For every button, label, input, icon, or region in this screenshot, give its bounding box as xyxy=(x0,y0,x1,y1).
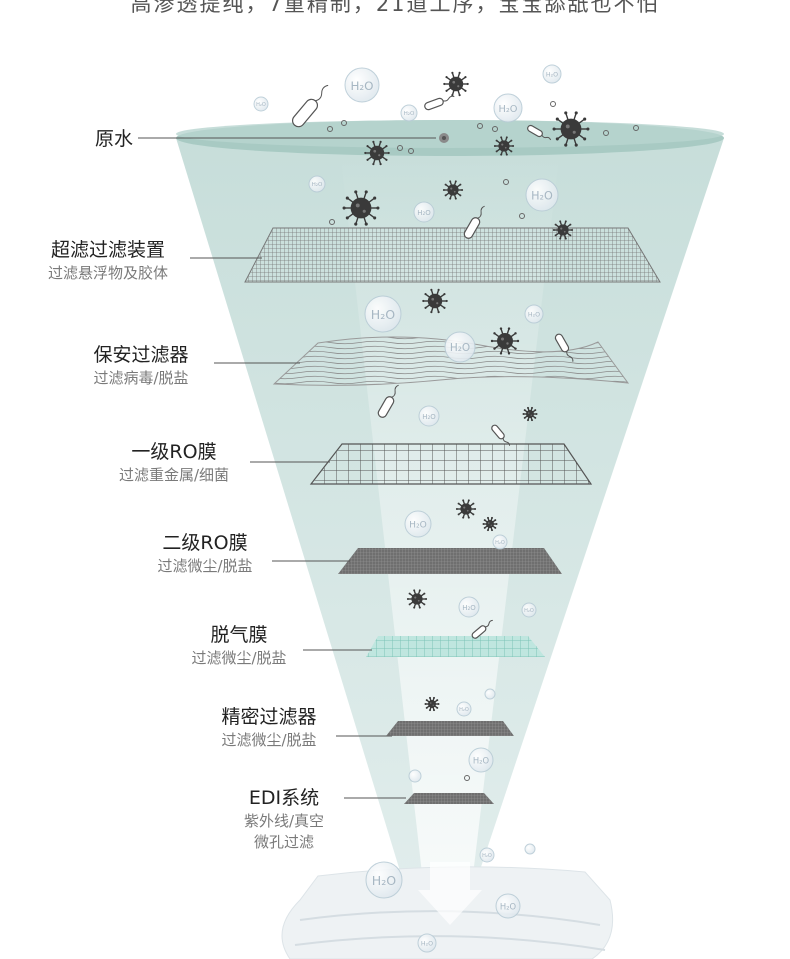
stage-title: 原水 xyxy=(92,126,136,152)
svg-text:H₂O: H₂O xyxy=(421,941,433,948)
svg-text:H₂O: H₂O xyxy=(371,307,396,322)
svg-text:H₂O: H₂O xyxy=(498,104,517,115)
stage-title: 超滤过滤装置 xyxy=(30,237,186,263)
stage-degas: 脱气膜 过滤微尘/脱盐 xyxy=(174,622,304,669)
svg-text:H₂O: H₂O xyxy=(462,604,476,612)
stage-subtitle: 过滤重金属/细菌 xyxy=(100,465,248,486)
stage-raw-water: 原水 xyxy=(92,126,136,152)
h2o-bubble: H₂O xyxy=(345,68,379,102)
h2o-bubble: H₂O xyxy=(494,94,522,122)
svg-text:H₂O: H₂O xyxy=(372,873,397,888)
svg-text:H₂O: H₂O xyxy=(404,111,415,117)
germ-icon xyxy=(443,72,469,96)
svg-text:H₂O: H₂O xyxy=(350,79,373,93)
bacteria-icon xyxy=(424,93,456,110)
degas-membrane-layer xyxy=(366,636,545,657)
h2o-bubble: H₂O xyxy=(457,702,471,716)
h2o-bubble: H₂O xyxy=(493,535,507,549)
stage-subtitle: 紫外线/真空 xyxy=(224,811,344,832)
stage-ro2: 二级RO膜 过滤微尘/脱盐 xyxy=(140,530,270,577)
h2o-bubble: H₂O xyxy=(309,176,325,192)
particle-dot xyxy=(551,102,556,107)
svg-text:H₂O: H₂O xyxy=(450,342,470,354)
svg-text:H₂O: H₂O xyxy=(473,755,490,765)
stage-title: 一级RO膜 xyxy=(100,439,248,465)
stage-security-filter: 保安过滤器 过滤病毒/脱盐 xyxy=(76,342,206,389)
h2o-bubble: H₂O xyxy=(480,848,494,862)
stage-subtitle: 过滤悬浮物及胶体 xyxy=(30,263,186,284)
svg-text:H₂O: H₂O xyxy=(256,102,266,108)
svg-text:H₂O: H₂O xyxy=(312,182,323,188)
h2o-bubble: H₂O xyxy=(496,894,520,918)
svg-text:H₂O: H₂O xyxy=(500,901,517,911)
h2o-bubble: H₂O xyxy=(405,511,431,537)
stage-title: 精密过滤器 xyxy=(204,704,334,730)
h2o-bubble: H₂O xyxy=(366,862,402,898)
h2o-bubble: H₂O xyxy=(418,934,436,952)
svg-text:H₂O: H₂O xyxy=(459,707,469,713)
stage-precision-filter: 精密过滤器 过滤微尘/脱盐 xyxy=(204,704,334,751)
svg-text:H₂O: H₂O xyxy=(482,853,492,859)
h2o-bubble: H₂O xyxy=(419,406,439,426)
h2o-bubble: H₂O xyxy=(414,202,434,222)
h2o-bubble xyxy=(525,844,535,854)
ro1-membrane-layer xyxy=(311,444,591,484)
stage-ultrafiltration: 超滤过滤装置 过滤悬浮物及胶体 xyxy=(30,237,186,284)
h2o-bubble xyxy=(485,689,495,699)
svg-text:H₂O: H₂O xyxy=(546,72,558,79)
h2o-bubble: H₂O xyxy=(445,332,475,362)
stage-title: 二级RO膜 xyxy=(140,530,270,556)
stage-title: EDI系统 xyxy=(224,785,344,811)
h2o-bubble: H₂O xyxy=(543,65,561,83)
svg-text:H₂O: H₂O xyxy=(524,608,534,614)
stage-subtitle: 过滤病毒/脱盐 xyxy=(76,368,206,389)
svg-text:H₂O: H₂O xyxy=(528,312,540,319)
stage-title: 脱气膜 xyxy=(174,622,304,648)
edi-layer xyxy=(404,793,494,804)
h2o-bubble xyxy=(409,770,421,782)
svg-text:H₂O: H₂O xyxy=(422,413,436,421)
svg-text:H₂O: H₂O xyxy=(417,209,431,217)
stage-subtitle: 过滤微尘/脱盐 xyxy=(204,730,334,751)
stage-subtitle-2: 微孔过滤 xyxy=(224,832,344,853)
stage-title: 保安过滤器 xyxy=(76,342,206,368)
h2o-bubble: H₂O xyxy=(526,179,558,211)
svg-text:H₂O: H₂O xyxy=(531,189,553,202)
stage-ro1: 一级RO膜 过滤重金属/细菌 xyxy=(100,439,248,486)
h2o-bubble: H₂O xyxy=(365,296,401,332)
ro2-membrane-layer xyxy=(338,548,562,574)
svg-text:H₂O: H₂O xyxy=(495,540,505,546)
h2o-bubble: H₂O xyxy=(401,105,417,121)
precision-filter-layer xyxy=(386,721,514,736)
svg-text:H₂O: H₂O xyxy=(409,521,427,531)
h2o-bubble: H₂O xyxy=(254,97,268,111)
stage-edi: EDI系统 紫外线/真空 微孔过滤 xyxy=(224,785,344,853)
stage-subtitle: 过滤微尘/脱盐 xyxy=(174,648,304,669)
stage-subtitle: 过滤微尘/脱盐 xyxy=(140,556,270,577)
h2o-bubble: H₂O xyxy=(459,597,479,617)
h2o-bubble: H₂O xyxy=(469,748,493,772)
h2o-bubble: H₂O xyxy=(525,305,543,323)
h2o-bubble: H₂O xyxy=(522,603,536,617)
ultrafiltration-layer xyxy=(245,228,660,282)
